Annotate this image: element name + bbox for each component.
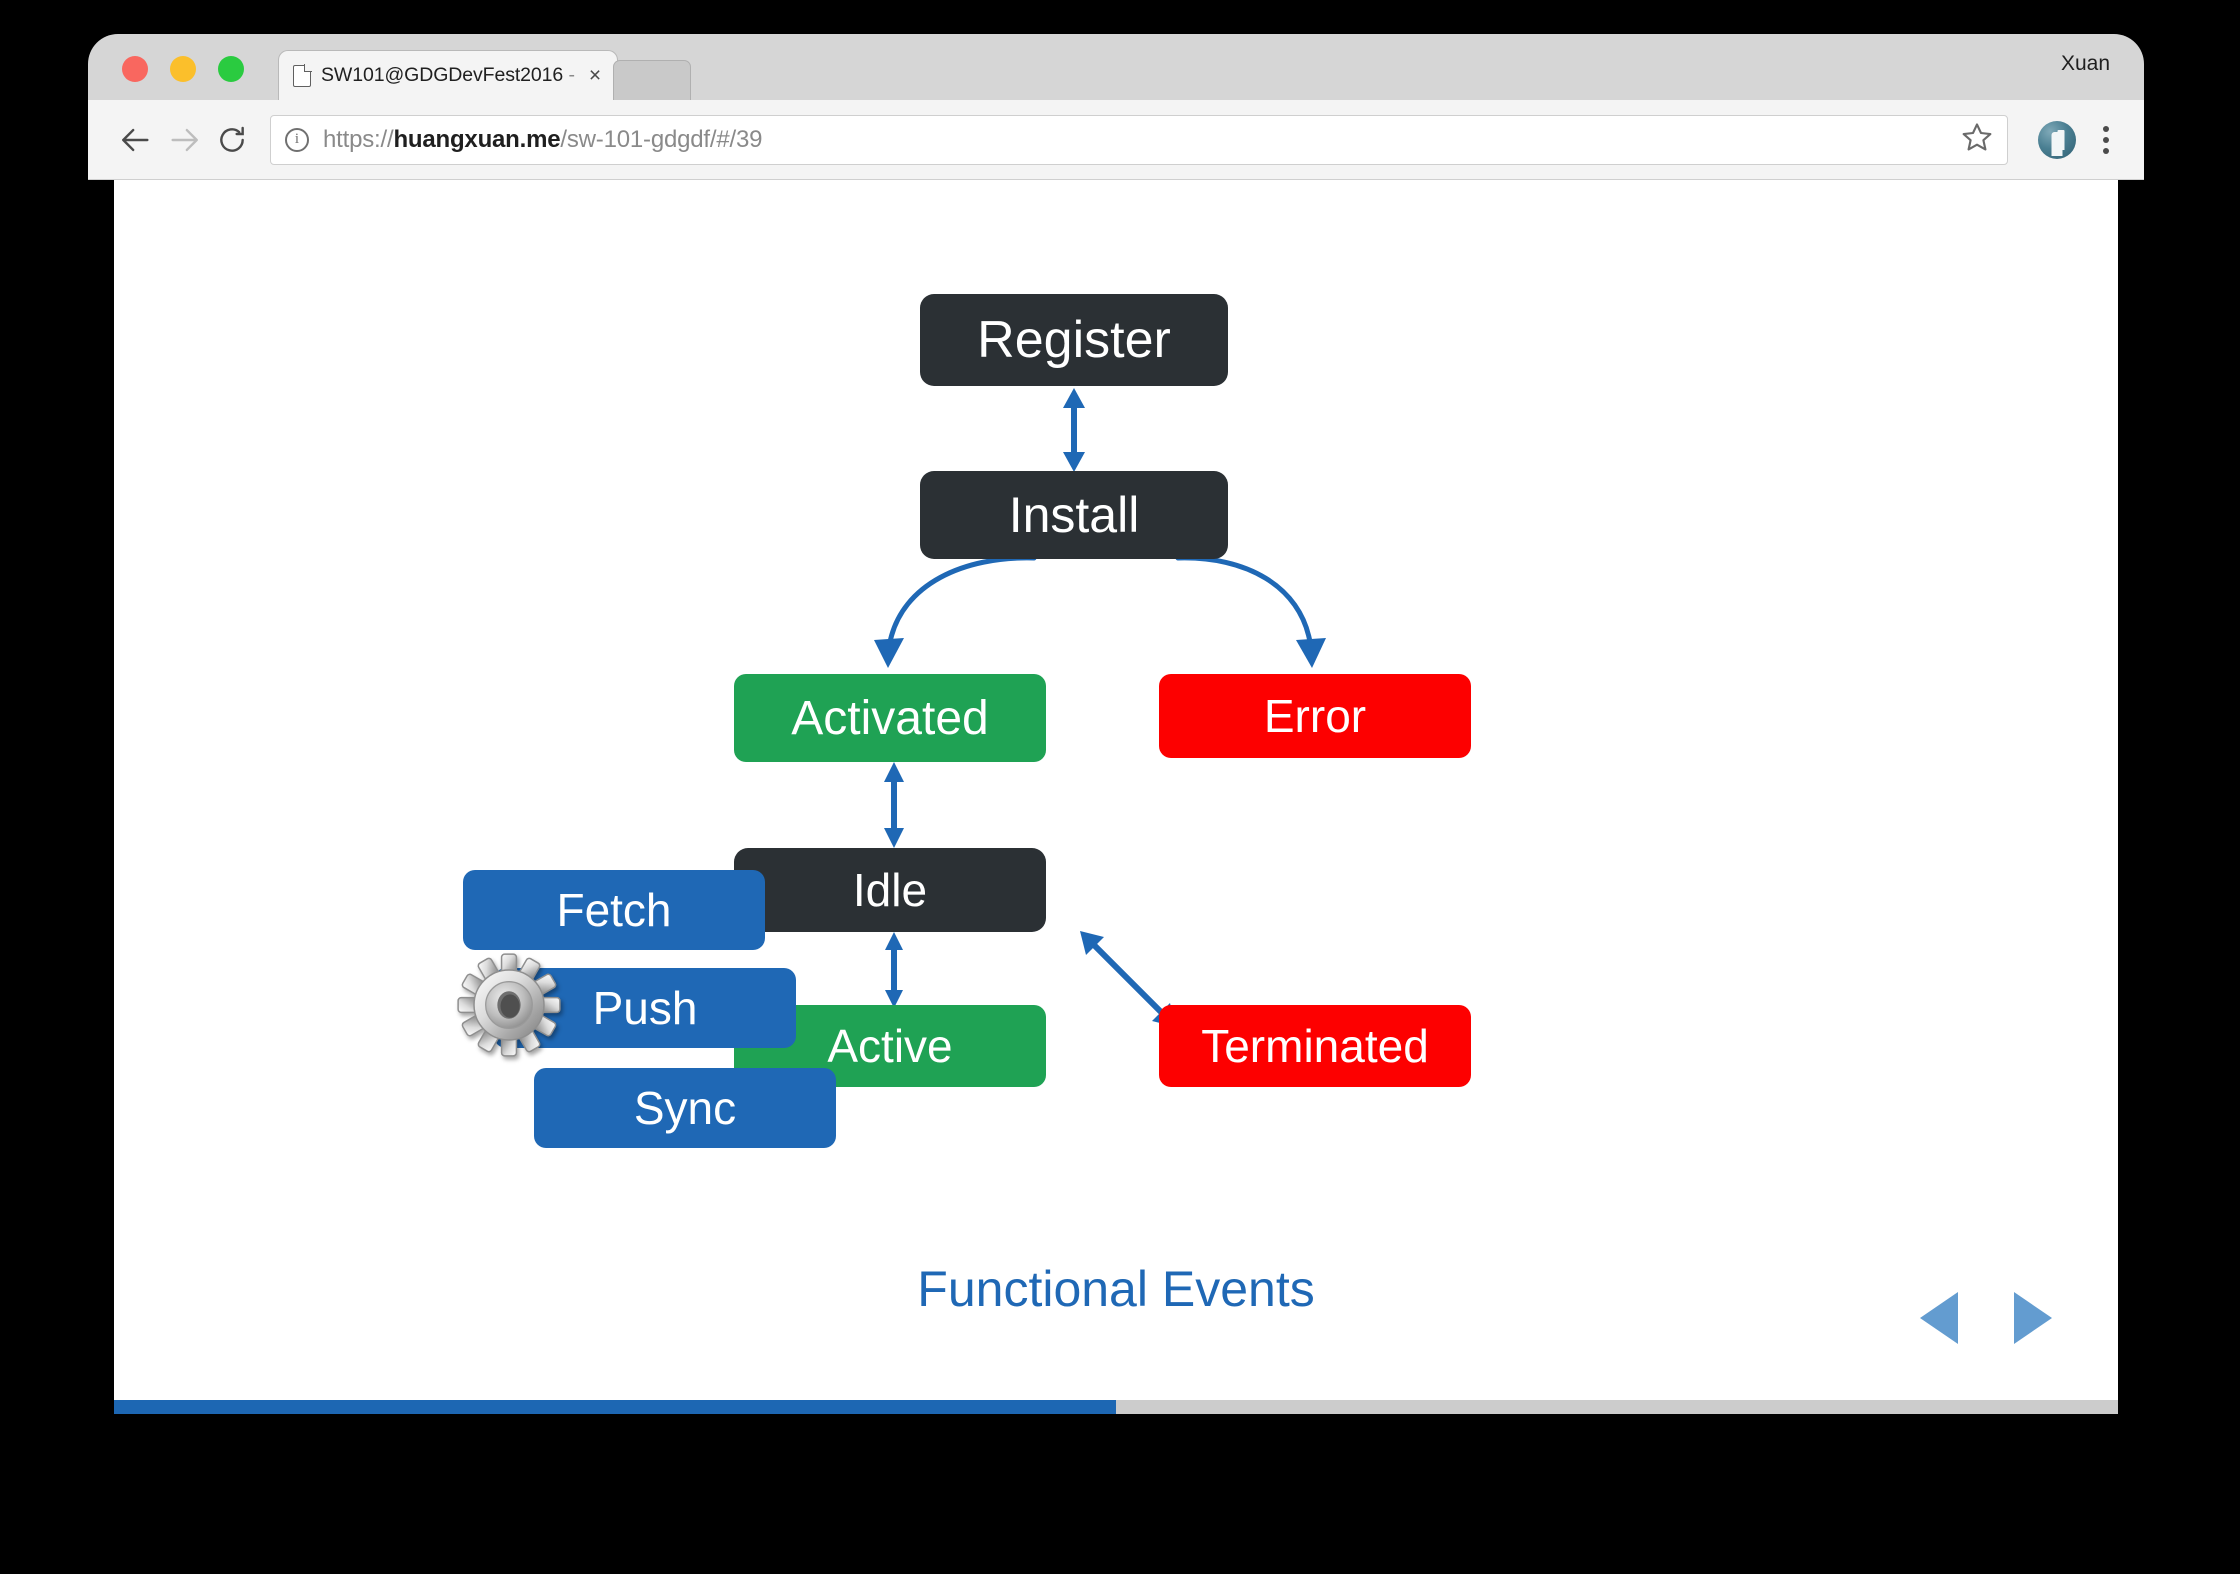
url-path: /sw-101-gdgdf/#/39: [560, 125, 763, 153]
url-host: huangxuan.me: [393, 125, 561, 153]
reload-icon[interactable]: [208, 116, 256, 164]
three-dot-menu-icon[interactable]: [2092, 125, 2120, 154]
window-controls: [122, 56, 244, 82]
gear-icon: [457, 953, 561, 1057]
edge-register-install: [1063, 388, 1085, 472]
close-icon[interactable]: ×: [588, 63, 602, 87]
back-arrow-icon[interactable]: [112, 116, 160, 164]
browser-toolbar: https://huangxuan.me/sw-101-gdgdf/#/39: [88, 100, 2144, 180]
previous-slide-button[interactable]: [1920, 1292, 1958, 1344]
tab-title: SW101@GDGDevFest2016 - G: [321, 64, 581, 87]
browser-tab-active[interactable]: SW101@GDGDevFest2016 - G ×: [278, 50, 618, 100]
state-node-register[interactable]: Register: [920, 294, 1228, 386]
document-icon: [293, 64, 311, 87]
bookmark-star-icon[interactable]: [1961, 121, 1993, 158]
avatar[interactable]: [2038, 120, 2076, 159]
page-content: Register Install Activated Error Idle Ac…: [114, 180, 2118, 1414]
browser-tab-inactive[interactable]: [613, 60, 691, 100]
tab-title-suffix: - G: [568, 64, 581, 86]
site-info-icon[interactable]: [285, 127, 309, 152]
state-node-error[interactable]: Error: [1159, 674, 1471, 758]
event-node-fetch[interactable]: Fetch: [463, 870, 765, 950]
slide-navigation: [1920, 1292, 2052, 1344]
profile-name-label[interactable]: Xuan: [2060, 52, 2110, 75]
edge-install-activated: [874, 555, 1037, 668]
state-node-activated[interactable]: Activated: [734, 674, 1046, 762]
next-slide-button[interactable]: [2014, 1292, 2052, 1344]
edge-activated-idle: [884, 762, 904, 848]
state-node-idle[interactable]: Idle: [734, 848, 1046, 932]
slide-canvas: Register Install Activated Error Idle Ac…: [114, 180, 2118, 1414]
event-node-sync[interactable]: Sync: [534, 1068, 836, 1148]
maximize-window-button[interactable]: [218, 56, 244, 82]
slide-progress-fill: [114, 1400, 1116, 1414]
edge-install-error: [1175, 555, 1326, 668]
address-bar[interactable]: https://huangxuan.me/sw-101-gdgdf/#/39: [270, 114, 2008, 165]
close-window-button[interactable]: [122, 56, 148, 82]
tab-title-text: SW101@GDGDevFest2016: [321, 64, 564, 86]
slide-caption: Functional Events: [917, 1261, 1315, 1317]
edge-idle-active: [885, 932, 903, 1008]
state-node-terminated[interactable]: Terminated: [1159, 1005, 1471, 1087]
url-text: https://huangxuan.me/sw-101-gdgdf/#/39: [323, 126, 762, 154]
tab-strip: SW101@GDGDevFest2016 - G × Xuan: [88, 34, 2144, 100]
browser-window: SW101@GDGDevFest2016 - G × Xuan https://…: [88, 34, 2144, 1434]
state-node-install[interactable]: Install: [920, 471, 1228, 559]
url-scheme: https://: [323, 125, 394, 153]
minimize-window-button[interactable]: [170, 56, 196, 82]
forward-arrow-icon: [160, 116, 208, 164]
slide-progress-track[interactable]: [114, 1400, 2118, 1414]
